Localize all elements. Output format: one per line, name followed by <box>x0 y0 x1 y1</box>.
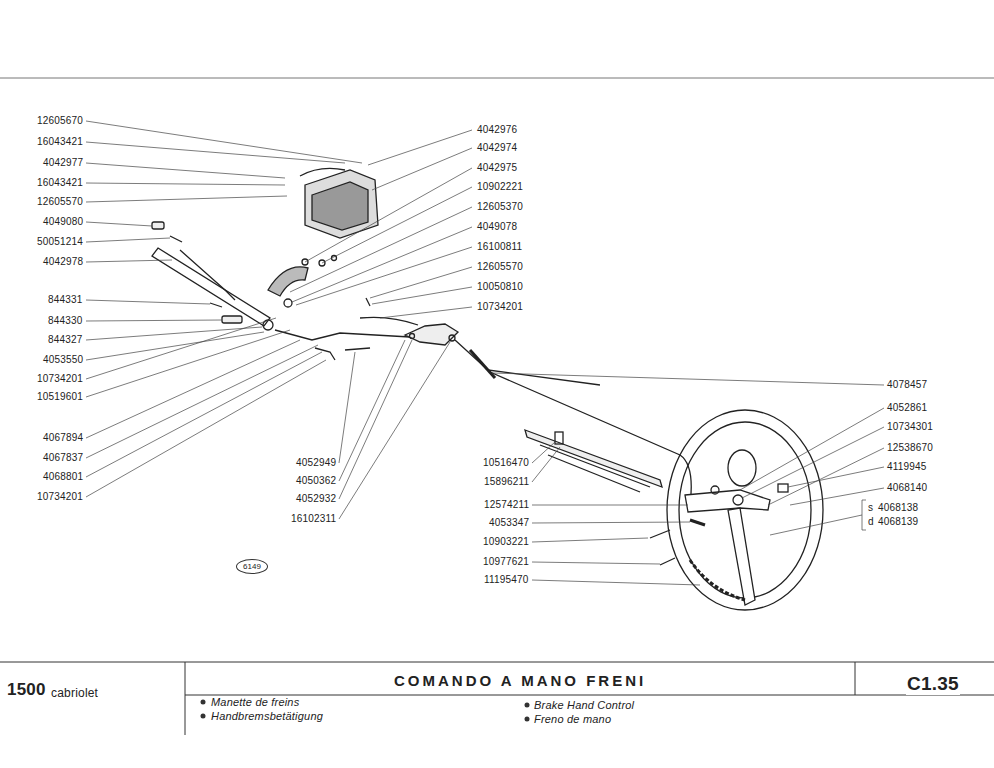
callout-number: 4049080 <box>42 216 84 228</box>
callout-number: 10050810 <box>476 281 524 293</box>
callout-number: 4049078 <box>476 221 518 233</box>
callout-number: 4042978 <box>42 256 84 268</box>
callout-number: 844330 <box>47 315 84 327</box>
callout-number: 4042974 <box>476 142 518 154</box>
callout-number: 4053347 <box>488 517 530 529</box>
callout-number: 16043421 <box>36 136 84 148</box>
callout-number: 4068138 <box>877 502 919 514</box>
callout-number: 16043421 <box>36 177 84 189</box>
callout-number: 4053550 <box>42 354 84 366</box>
callout-number: 4042975 <box>476 162 518 174</box>
title-translation: Brake Hand Control <box>533 699 635 712</box>
callout-number: 10734201 <box>36 491 84 503</box>
callout-number: 4042977 <box>42 157 84 169</box>
side-mark: d <box>867 516 875 528</box>
callout-number: 10519601 <box>36 391 84 403</box>
callout-number: 10902221 <box>476 181 524 193</box>
figure-number: 6149 <box>243 562 261 571</box>
title-translation: Manette de freins <box>210 696 300 709</box>
callout-number: 4068801 <box>42 471 84 483</box>
callout-number: 10903221 <box>482 536 530 548</box>
callout-number: 4068140 <box>886 482 928 494</box>
callout-number: 10734201 <box>36 373 84 385</box>
callout-number: 4119945 <box>886 461 928 473</box>
callout-number: 4052861 <box>886 402 928 414</box>
callout-number: 16100811 <box>476 241 523 253</box>
title-translation: Handbremsbetätigung <box>210 710 324 723</box>
callout-number: 4042976 <box>476 124 518 136</box>
callout-number: 12605570 <box>36 196 84 208</box>
callout-number: 12605570 <box>476 261 524 273</box>
callout-number: 12538670 <box>886 442 934 454</box>
callout-number: 16102311 <box>290 513 337 525</box>
page-title: COMANDO A MANO FRENI <box>394 672 646 690</box>
callout-number: 10516470 <box>482 457 530 469</box>
callout-number: 4052949 <box>295 457 337 469</box>
side-mark: s <box>867 502 874 514</box>
callout-number: 10734301 <box>886 421 934 433</box>
callout-number: 12605670 <box>36 115 84 127</box>
callout-number: 844331 <box>47 294 84 306</box>
callout-number: 4068139 <box>877 516 919 528</box>
callout-number: 4067894 <box>42 432 84 444</box>
callout-number: 4078457 <box>886 379 928 391</box>
callout-number: 4052932 <box>295 493 337 505</box>
callout-number: 12574211 <box>483 499 530 511</box>
page-code: C1.35 <box>906 673 960 695</box>
callout-number: 844327 <box>47 334 84 346</box>
callout-number: 11195470 <box>483 574 530 586</box>
model-name: cabriolet <box>50 686 99 700</box>
callout-number: 12605370 <box>476 201 524 213</box>
callout-number: 4067837 <box>42 452 84 464</box>
callout-number: 10734201 <box>476 301 524 313</box>
callout-number: 4050362 <box>295 475 337 487</box>
callout-number: 15896211 <box>483 476 530 488</box>
model-number: 1500 <box>6 680 47 700</box>
title-translation: Freno de mano <box>533 713 612 726</box>
callout-number: 50051214 <box>36 236 84 248</box>
figure-number-oval: 6149 <box>236 559 268 574</box>
callout-number: 10977621 <box>482 556 530 568</box>
